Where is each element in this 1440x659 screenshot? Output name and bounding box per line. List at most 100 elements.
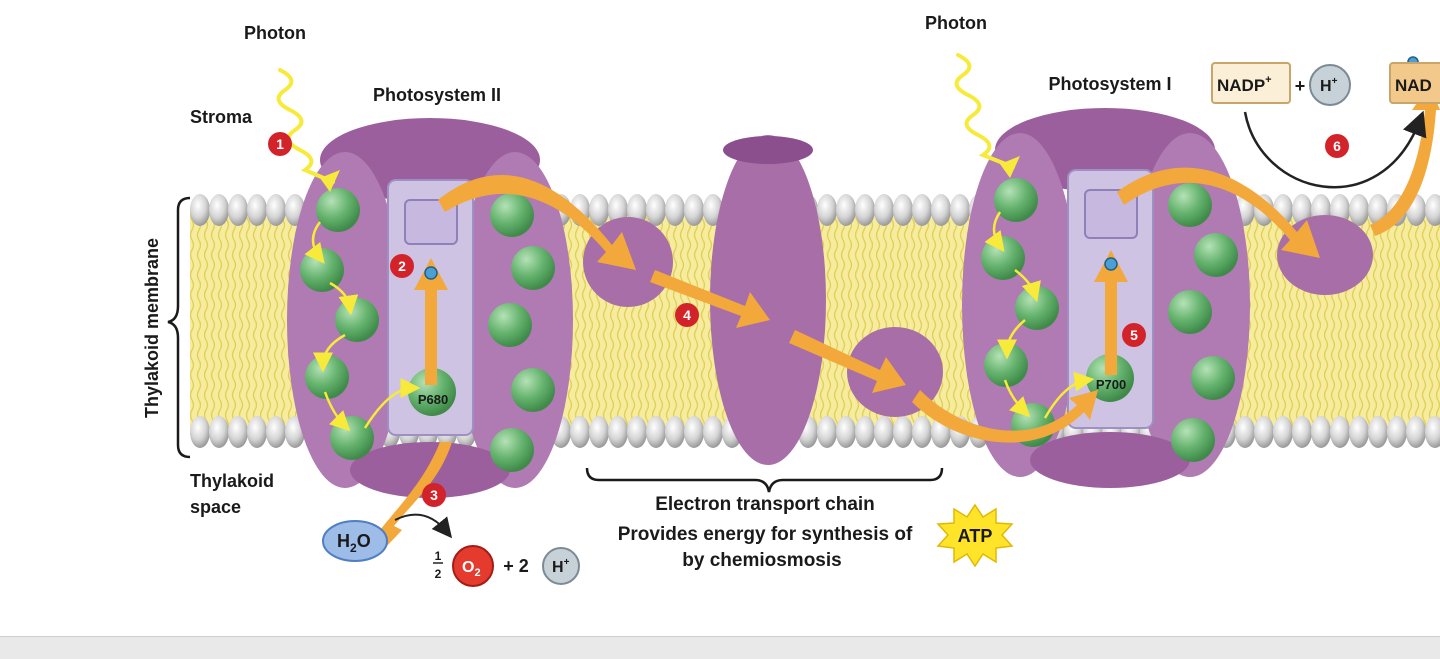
phospholipid-head	[893, 194, 913, 226]
hydrogen-ion-right	[1309, 64, 1351, 106]
step-badge-3	[422, 483, 446, 507]
thylakoid-space-label-line2: space	[190, 497, 241, 517]
nadp-box	[1211, 62, 1291, 104]
thylakoid-membrane-label: Thylakoid membrane	[142, 238, 162, 418]
phospholipid-head	[1387, 416, 1407, 448]
hydrogen-ion-left	[542, 547, 580, 585]
light-reactions-illustration: 1 2 3 4 5 6 Photon Photon Stroma Photosy…	[142, 13, 1440, 587]
bottom-toolbar-strip	[0, 636, 1440, 659]
half-numerator: 1	[435, 549, 442, 563]
step-badges	[268, 132, 1349, 507]
phospholipid-head	[1254, 416, 1274, 448]
water-label: H2O	[337, 531, 371, 555]
electron-dot	[424, 266, 438, 280]
p680-label: P680	[418, 392, 448, 407]
phospholipid-head	[1349, 416, 1369, 448]
stroma-label: Stroma	[190, 107, 253, 127]
phospholipid-head	[836, 194, 856, 226]
phospholipid-head	[228, 194, 248, 226]
step-number-6: 6	[1333, 138, 1341, 154]
phospholipid-head	[1368, 416, 1388, 448]
photon-squiggles	[276, 53, 1015, 184]
phospholipid-head	[817, 194, 837, 226]
photosystem-ii-label: Photosystem II	[373, 85, 501, 105]
phospholipid-head	[665, 416, 685, 448]
phospholipid-head	[684, 194, 704, 226]
step-badge-4	[675, 303, 699, 327]
electron-transport-chain-label: Electron transport chain	[655, 494, 875, 515]
phospholipid-head	[912, 416, 932, 448]
step-number-1: 1	[276, 136, 284, 152]
phospholipid-head	[1349, 194, 1369, 226]
oxygen-molecule	[452, 545, 494, 587]
phospholipid-head	[209, 416, 229, 448]
step-number-2: 2	[398, 258, 406, 274]
phospholipid-head	[950, 194, 970, 226]
phospholipid-head	[1425, 416, 1440, 448]
step-badge-6	[1325, 134, 1349, 158]
phospholipid-head	[1235, 416, 1255, 448]
phospholipid-head	[228, 416, 248, 448]
step-number-5: 5	[1130, 327, 1138, 343]
phospholipid-head	[266, 416, 286, 448]
phospholipid-head	[1330, 416, 1350, 448]
electron-dot	[1104, 257, 1118, 271]
phospholipid-head	[247, 416, 267, 448]
phospholipid-head	[646, 416, 666, 448]
nadp-reduction-arrow	[1243, 110, 1427, 189]
phospholipid-head	[1425, 194, 1440, 226]
step-badge-1	[268, 132, 292, 156]
phospholipid-head	[874, 416, 894, 448]
step-badge-5	[1122, 323, 1146, 347]
phospholipid-head	[665, 194, 685, 226]
atp-label: ATP	[958, 526, 993, 546]
oxygen-label: O2	[462, 559, 481, 579]
half-denominator: 2	[435, 567, 442, 581]
thylakoid-membrane-brace	[167, 196, 191, 459]
phospholipid-head	[817, 416, 837, 448]
energy-transfer-arrows	[304, 211, 1095, 432]
phospholipid-head	[1292, 416, 1312, 448]
plus-two-label: + 2	[503, 556, 529, 576]
nadph-box	[1389, 62, 1440, 104]
phospholipid-head	[703, 416, 723, 448]
nadp-label: NADP+	[1217, 74, 1272, 95]
chemiosmosis-label: by chemiosmosis	[682, 550, 841, 571]
phospholipid-head	[893, 416, 913, 448]
phospholipid-head	[874, 194, 894, 226]
phospholipid-head	[608, 416, 628, 448]
phospholipid-head	[646, 194, 666, 226]
phospholipid-head	[684, 416, 704, 448]
phospholipid-head	[912, 194, 932, 226]
thylakoid-space-label-line1: Thylakoid	[190, 471, 274, 491]
step-number-4: 4	[683, 307, 691, 323]
phospholipid-head	[209, 194, 229, 226]
step-number-3: 3	[430, 487, 438, 503]
nadph-label: NAD	[1395, 76, 1432, 95]
photon-arrowhead-right	[1000, 156, 1020, 178]
phospholipid-head	[931, 194, 951, 226]
phospholipid-head	[190, 416, 210, 448]
phospholipid-head	[1273, 416, 1293, 448]
phospholipid-head	[1406, 416, 1426, 448]
phospholipid-head	[570, 416, 590, 448]
hydrogen-ion-label-right: H+	[1320, 76, 1338, 95]
p700-label: P700	[1096, 377, 1126, 392]
step-badge-2	[390, 254, 414, 278]
hydrogen-ion-label-left: H+	[552, 557, 570, 576]
electron-transport-brace	[585, 467, 944, 493]
phospholipid-head	[627, 416, 647, 448]
plus-label: +	[1295, 76, 1306, 96]
phospholipid-head	[836, 416, 856, 448]
phospholipid-head	[589, 416, 609, 448]
water-split-arrow	[394, 513, 453, 539]
photon-arrowhead-left	[320, 170, 340, 192]
phospholipid-head	[190, 194, 210, 226]
photon-label-right: Photon	[925, 13, 987, 33]
phospholipid-head	[266, 194, 286, 226]
phospholipid-head	[855, 416, 875, 448]
phospholipid-head	[589, 194, 609, 226]
phospholipid-head	[247, 194, 267, 226]
photosystem-i-label: Photosystem I	[1048, 74, 1171, 94]
